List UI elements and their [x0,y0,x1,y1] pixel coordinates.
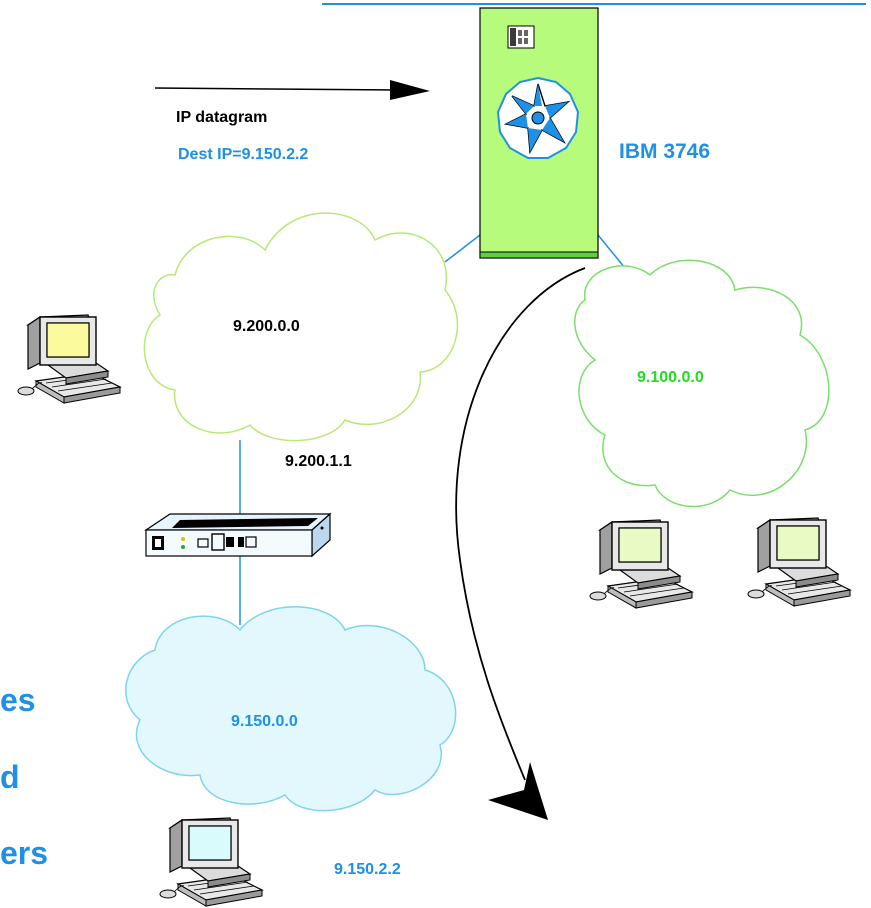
router-address-label: 9.200.1.1 [285,453,352,470]
link-router-to-cloud-9-200 [444,234,481,263]
router-box-icon [144,512,332,558]
network-9-200-label: 9.200.0.0 [233,318,300,335]
left-text-fragment-3: ers [0,835,48,871]
routing-path-arrow [455,267,586,820]
router-name-label: IBM 3746 [619,140,710,163]
network-cloud-icon [125,606,457,812]
monitor-screen [188,825,232,861]
monitor-screen [46,322,90,358]
left-text-fragment-1: es [0,682,36,718]
link-router-to-cloud-9-100 [597,234,626,269]
ip-datagram-arrow [154,80,430,100]
monitor-screen [776,525,820,561]
network-9-100-label: 9.100.0.0 [637,369,704,386]
dest-ip-label: Dest IP=9.150.2.2 [178,146,308,163]
network-cloud-icon [574,259,830,508]
host-address-label: 9.150.2.2 [334,861,401,878]
ibm-3746-router-icon [479,7,599,259]
network-cloud-icon [143,212,459,442]
network-9-150-label: 9.150.0.0 [231,713,298,730]
star-compass-logo-icon [496,76,580,159]
monitor-screen [618,527,662,563]
ip-datagram-label: IP datagram [176,109,267,126]
left-text-fragment-2: d [0,759,20,795]
